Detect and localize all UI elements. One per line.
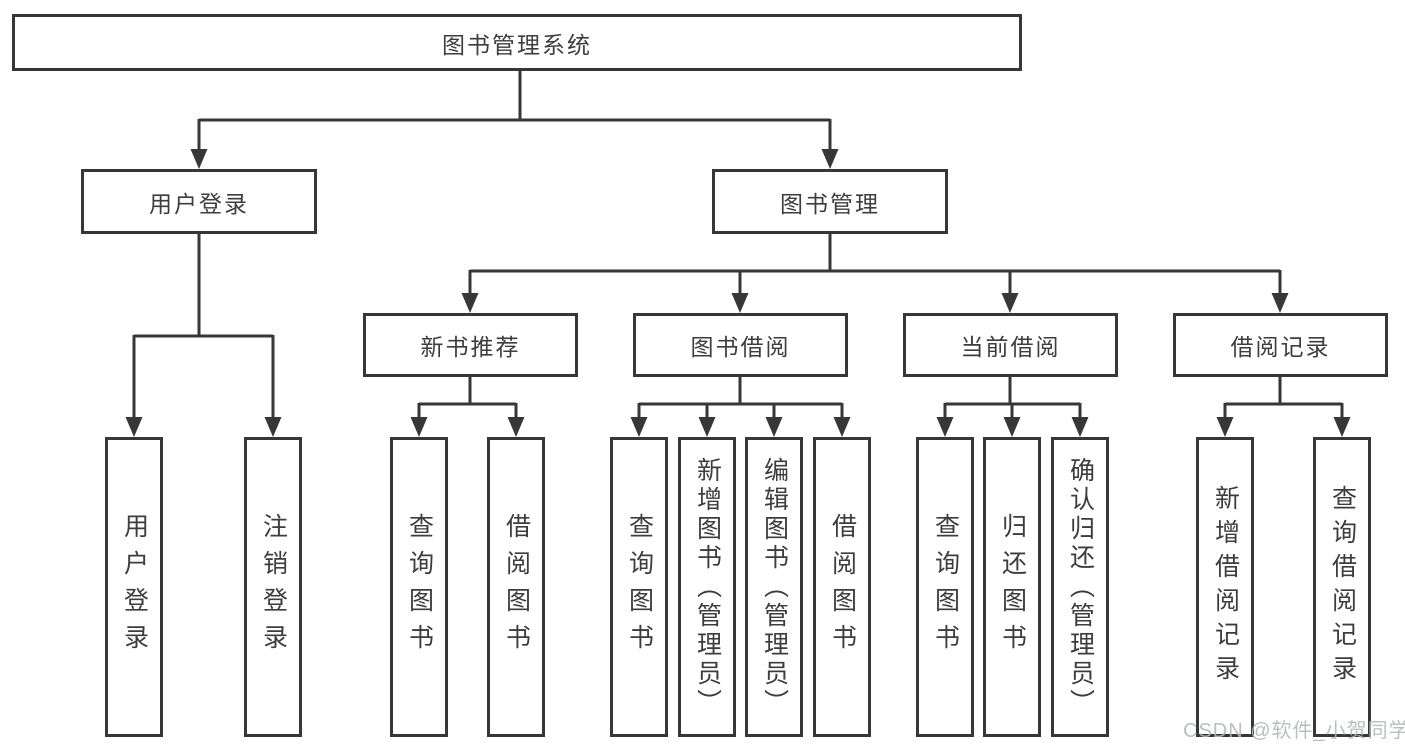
leaf-recommend-query-books-label: 查询图书 — [405, 513, 434, 661]
leaf-logout-label: 注销登录 — [259, 513, 288, 661]
csdn-watermark: CSDN @软件_小贺同学 — [1183, 720, 1405, 742]
node-current-borrowing-label: 当前借阅 — [960, 334, 1061, 360]
leaf-login: 用户登录 — [105, 437, 163, 737]
leaf-records-query-record-label: 查询借阅记录 — [1328, 485, 1357, 689]
leaf-current-return-books-label: 归还图书 — [998, 513, 1027, 661]
leaf-recommend-borrow-books: 借阅图书 — [487, 437, 545, 737]
node-current-borrowing: 当前借阅 — [903, 313, 1118, 377]
leaf-records-query-record: 查询借阅记录 — [1313, 437, 1371, 737]
leaf-borrowing-query-books: 查询图书 — [610, 437, 668, 737]
leaf-records-add-record-label: 新增借阅记录 — [1211, 485, 1240, 689]
leaf-borrowing-add-books: 新增图书（管理员） — [678, 437, 736, 737]
leaf-current-query-books-label: 查询图书 — [931, 513, 960, 661]
leaf-records-add-record: 新增借阅记录 — [1196, 437, 1254, 737]
node-book-management: 图书管理 — [712, 169, 948, 234]
node-new-book-recommend-label: 新书推荐 — [420, 334, 521, 360]
leaf-borrowing-borrow-books-label: 借阅图书 — [828, 513, 857, 661]
leaf-login-label: 用户登录 — [120, 513, 149, 661]
leaf-borrowing-edit-books: 编辑图书（管理员） — [745, 437, 803, 737]
leaf-current-confirm-return: 确认归还（管理员） — [1051, 437, 1109, 737]
leaf-recommend-query-books: 查询图书 — [390, 437, 448, 737]
leaf-borrowing-query-books-label: 查询图书 — [625, 513, 654, 661]
node-borrowing-records: 借阅记录 — [1173, 313, 1388, 377]
leaf-borrowing-edit-books-label: 编辑图书（管理员） — [760, 456, 789, 718]
node-user-login: 用户登录 — [81, 169, 317, 234]
node-book-management-label: 图书管理 — [780, 190, 880, 217]
leaf-current-confirm-return-label: 确认归还（管理员） — [1066, 456, 1095, 718]
node-book-borrowing-label: 图书借阅 — [690, 334, 791, 360]
leaf-logout: 注销登录 — [244, 437, 302, 737]
node-borrowing-records-label: 借阅记录 — [1230, 334, 1331, 360]
leaf-current-return-books: 归还图书 — [983, 437, 1041, 737]
leaf-borrowing-borrow-books: 借阅图书 — [813, 437, 871, 737]
node-root: 图书管理系统 — [12, 14, 1022, 71]
leaf-recommend-borrow-books-label: 借阅图书 — [502, 513, 531, 661]
leaf-current-query-books: 查询图书 — [916, 437, 974, 737]
node-new-book-recommend: 新书推荐 — [363, 313, 578, 377]
node-book-borrowing: 图书借阅 — [633, 313, 848, 377]
arrowheads — [125, 149, 1351, 437]
leaf-borrowing-add-books-label: 新增图书（管理员） — [693, 456, 722, 718]
node-user-login-label: 用户登录 — [149, 190, 249, 217]
node-root-label: 图书管理系统 — [442, 31, 592, 58]
